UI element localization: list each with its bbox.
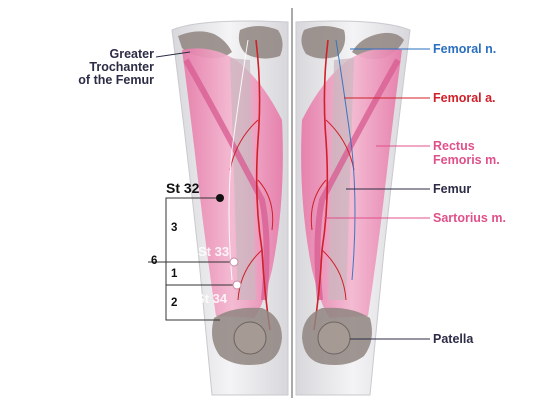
label-line: of the Femur	[78, 73, 154, 87]
left-sartorius	[183, 58, 270, 301]
st33-dot	[229, 257, 239, 267]
leader-trochanter	[155, 51, 191, 58]
measure-upper: 3	[171, 222, 178, 234]
measure-total: 6	[151, 255, 158, 267]
left-artery	[255, 39, 271, 331]
left-muscle	[182, 48, 283, 318]
right-muscle	[301, 48, 402, 318]
label-st32: St 32	[166, 180, 200, 196]
st32-dot	[216, 194, 224, 202]
label-rectus-femoris: Rectus Femoris m.	[433, 139, 500, 167]
left-leg	[171, 20, 289, 396]
left-patella	[233, 321, 267, 355]
right-nerve	[335, 39, 356, 281]
label-line: Trochanter	[89, 60, 154, 74]
right-sartorius	[314, 58, 401, 301]
right-artery	[313, 39, 329, 331]
label-femoral-nerve: Femoral n.	[433, 42, 497, 56]
label-femur: Femur	[433, 182, 472, 196]
measure-middle: 1	[171, 268, 178, 280]
left-femur-head	[238, 26, 283, 59]
label-st34: St 34	[196, 291, 228, 306]
label-line: Greater	[109, 47, 154, 61]
label-line: Femoris m.	[433, 153, 500, 167]
label-greater-trochanter: Greater Trochanter of the Femur	[78, 48, 154, 87]
label-line: Rectus	[433, 139, 475, 153]
left-nerve	[228, 39, 249, 281]
measure-bracket	[148, 197, 236, 321]
label-sartorius: Sartorius m.	[433, 211, 506, 225]
measure-lower: 2	[171, 297, 178, 309]
st34-dot	[232, 280, 242, 290]
right-patella	[317, 321, 351, 355]
label-st33: St 33	[198, 244, 230, 259]
label-patella: Patella	[433, 332, 474, 346]
right-femur-head	[301, 26, 346, 59]
right-leg	[295, 20, 411, 396]
label-femoral-artery: Femoral a.	[433, 91, 496, 105]
